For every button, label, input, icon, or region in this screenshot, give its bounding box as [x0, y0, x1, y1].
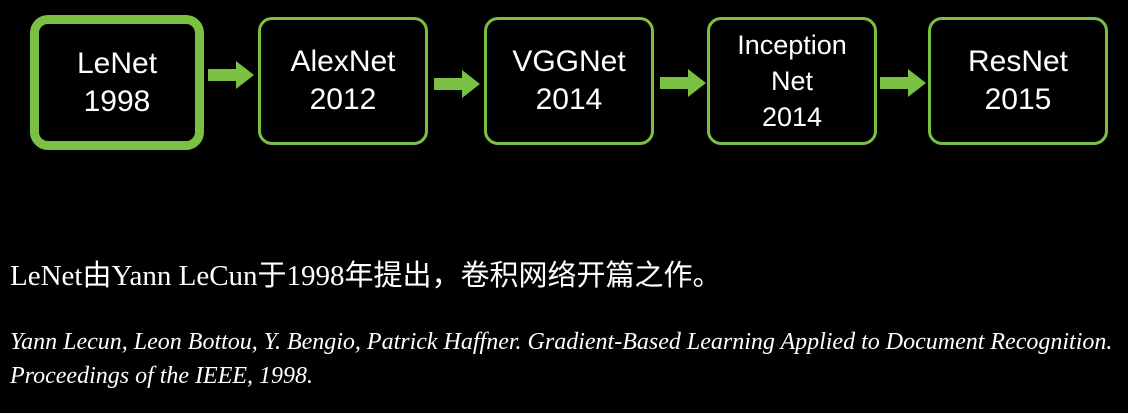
right-arrow-icon — [434, 70, 480, 98]
right-arrow-icon — [660, 69, 706, 97]
right-arrow-icon — [208, 61, 254, 89]
node-resnet-year: 2015 — [984, 83, 1052, 116]
node-alexnet: AlexNet 2012 — [258, 17, 428, 145]
node-inception-name-line2: Net — [770, 66, 814, 96]
node-resnet-name: ResNet — [967, 45, 1069, 78]
node-resnet: ResNet 2015 — [928, 17, 1108, 145]
node-alexnet-name: AlexNet — [290, 45, 396, 78]
node-vggnet-name: VGGNet — [512, 45, 626, 78]
node-vggnet-year: 2014 — [535, 83, 603, 116]
caption-text: LeNet由Yann LeCun于1998年提出，卷积网络开篇之作。 — [10, 260, 722, 292]
node-lenet-name: LeNet — [76, 46, 158, 80]
right-arrow-icon — [880, 69, 926, 97]
node-inception-name-line1: Inception — [737, 30, 847, 60]
node-inception-net: Inception Net 2014 — [707, 17, 877, 145]
citation-text: Yann Lecun, Leon Bottou, Y. Bengio, Patr… — [10, 329, 1113, 389]
node-inception-year: 2014 — [761, 102, 823, 132]
node-lenet-year: 1998 — [83, 84, 151, 118]
node-alexnet-year: 2012 — [309, 83, 377, 116]
node-vggnet: VGGNet 2014 — [484, 17, 654, 145]
node-lenet: LeNet 1998 — [30, 15, 204, 150]
